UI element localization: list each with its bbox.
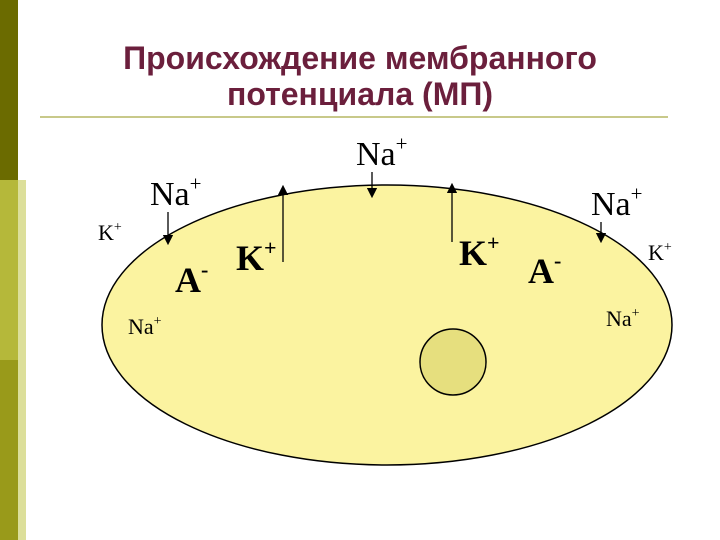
title-line-1: Происхождение мембранного <box>123 40 597 76</box>
label-k-inner-right: K+ <box>459 230 500 273</box>
decorative-strip-bottom <box>0 360 18 540</box>
label-na-right: Na+ <box>591 182 643 223</box>
label-k-inner-left: K+ <box>236 235 277 278</box>
label-anion-right: A- <box>528 248 561 291</box>
label-na-inside-right: Na+ <box>606 306 640 331</box>
label-na-left: Na+ <box>150 172 202 213</box>
label-na-top: Na+ <box>356 132 408 173</box>
title-underline <box>40 116 668 118</box>
label-k-outside-right: K+ <box>648 240 672 265</box>
title-line-2: потенциала (МП) <box>227 76 493 112</box>
label-anion-left: A- <box>175 257 208 300</box>
cell-nucleus <box>419 328 487 396</box>
label-k-outside-left: K+ <box>98 220 122 245</box>
decorative-strip-middle <box>0 180 18 360</box>
decorative-strip-pale <box>18 180 26 540</box>
page-title: Происхождение мембранного потенциала (МП… <box>40 40 680 112</box>
cell-body <box>101 184 673 466</box>
label-na-inside-left: Na+ <box>128 314 162 339</box>
decorative-strip-top <box>0 0 18 180</box>
